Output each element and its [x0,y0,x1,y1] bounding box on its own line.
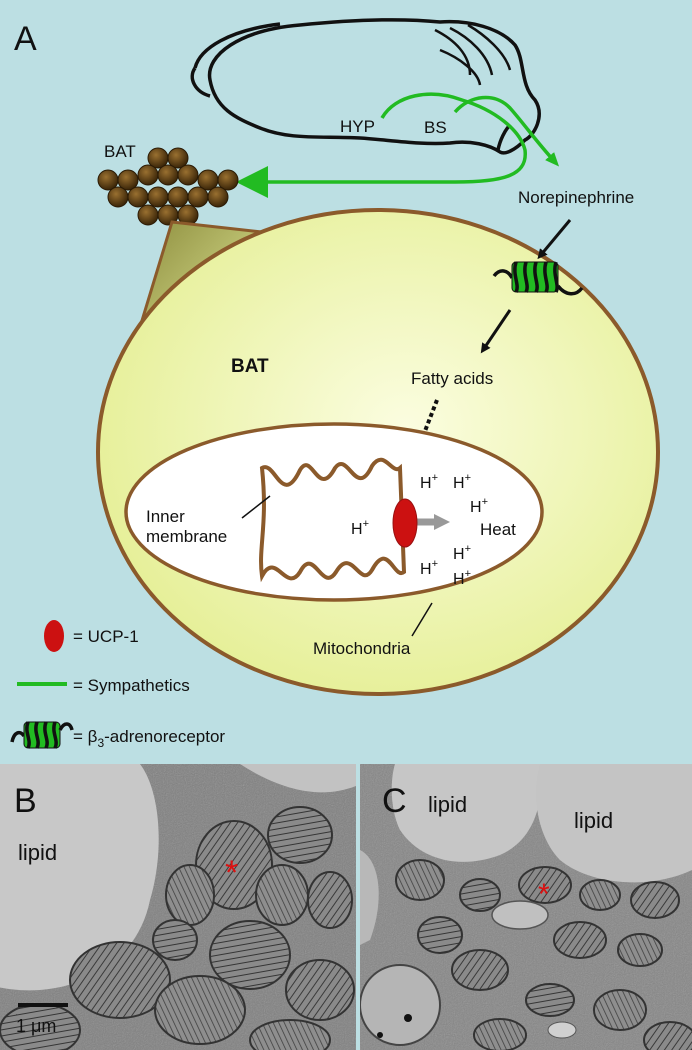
micrograph-c [360,764,692,1050]
proton: H+ [453,568,471,588]
panel-label-b: B [14,782,37,820]
inner-membrane-label-1: Inner [146,507,185,526]
beta3-receptor [492,261,584,296]
inner-membrane [259,457,407,583]
norepinephrine-label: Norepinephrine [518,188,634,207]
panel-label-c: C [382,782,407,820]
panel-c-lipid-label-2: lipid [574,808,613,833]
norepinephrine-arrow [537,219,572,260]
protons: H+ H+ H+ H+ H+ H+ H+ [351,472,488,588]
proton: H+ [420,472,438,492]
legend-sympathetics-label: = Sympathetics [73,676,190,695]
panel-b-lipid-label: lipid [18,840,57,865]
sympathetic-arrowhead [236,166,268,198]
mitochondria-pointer [411,602,433,637]
panel-c-asterisk: * [538,878,550,911]
mitochondria-label: Mitochondria [313,639,411,658]
panel-divider [356,764,360,1050]
micrograph-b [0,764,356,1050]
proton: H+ [351,518,369,538]
panel-label-a: A [14,20,37,58]
inner-membrane-label-2: membrane [146,527,227,546]
fatty-acid-arrow [480,309,512,354]
panel-b-asterisk: * [225,854,238,892]
scale-bar-label: 1 μm [16,1016,56,1036]
proton: H+ [453,472,471,492]
heat-label: Heat [480,520,516,539]
legend-receptor-swatch [10,721,74,749]
fatty-acids-label: Fatty acids [411,369,493,388]
bs-label: BS [424,118,447,137]
sympathetic-pathway [260,92,560,184]
inner-membrane-pointer [241,495,271,519]
bat-cell-label: BAT [231,356,269,377]
bat-cluster-label: BAT [104,142,136,161]
legend-ucp1-swatch [44,620,64,652]
panel-c-lipid-label-1: lipid [428,792,467,817]
proton: H+ [420,558,438,578]
bat-cluster [97,147,239,226]
proton: H+ [453,543,471,563]
legend-ucp1-label: = UCP-1 [73,627,139,646]
proton: H+ [470,496,488,516]
legend: = UCP-1 = Sympathetics = β3-adrenorecept… [10,620,225,750]
ucp1-protein [392,498,418,548]
scale-bar [18,1003,68,1007]
legend-receptor-label: = β3-adrenoreceptor [73,727,225,750]
hyp-label: HYP [340,117,375,136]
